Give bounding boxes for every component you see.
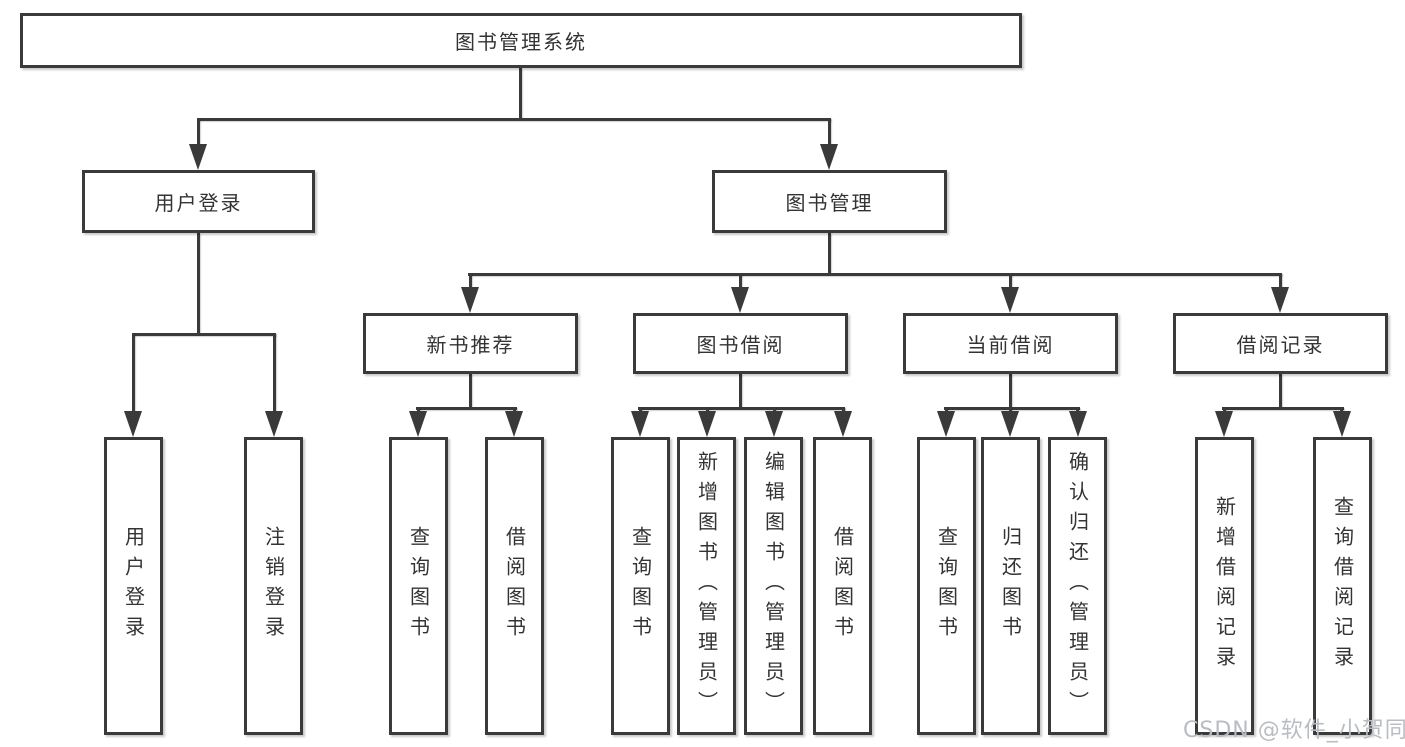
arrow-down-icon — [1215, 411, 1233, 437]
connector-stem — [132, 333, 135, 413]
node-book-borrow: 图书借阅 — [633, 313, 848, 374]
arrow-down-icon — [1001, 411, 1019, 437]
connector-stem — [513, 407, 516, 413]
leaf-label: 确认归还（管理员） — [1065, 451, 1090, 721]
leaf-label: 归还图书 — [998, 526, 1023, 646]
connector-current-borrow-trunk — [1009, 374, 1012, 407]
leaf-return-book: 归还图书 — [981, 437, 1040, 735]
connector-recommend-trunk — [469, 374, 472, 407]
arrow-down-icon — [937, 411, 955, 437]
leaf-add-book-admin: 新增图书（管理员） — [677, 437, 736, 735]
arrow-down-icon — [189, 144, 207, 170]
leaf-label: 新增图书（管理员） — [694, 451, 719, 721]
connector-stem — [945, 407, 948, 413]
connector-records-branch — [1222, 407, 1344, 410]
arrow-down-icon — [698, 411, 716, 437]
arrow-down-icon — [505, 411, 523, 437]
leaf-confirm-return-admin: 确认归还（管理员） — [1048, 437, 1107, 735]
connector-stem — [842, 407, 845, 413]
node-label: 用户登录 — [154, 191, 243, 215]
arrow-down-icon — [409, 411, 427, 437]
arrow-down-icon — [765, 411, 783, 437]
arrow-down-icon — [265, 411, 283, 437]
connector-stem — [1076, 407, 1079, 413]
leaf-label: 查询借阅记录 — [1330, 496, 1355, 676]
node-root-label: 图书管理系统 — [455, 30, 587, 54]
connector-stem — [469, 273, 472, 289]
node-label: 当前借阅 — [966, 333, 1055, 357]
watermark: CSDN @软件_小贺同学 — [1183, 718, 1405, 743]
connector-stem — [1009, 407, 1012, 413]
node-label: 新书推荐 — [426, 333, 515, 357]
connector-user-login-branch — [132, 333, 276, 336]
leaf-add-borrow-record: 新增借阅记录 — [1195, 437, 1254, 735]
connector-stem — [739, 273, 742, 289]
connector-stem — [1340, 407, 1343, 413]
node-user-login: 用户登录 — [82, 170, 315, 233]
connector-stem — [273, 333, 276, 413]
connector-stem — [1223, 407, 1226, 413]
leaf-label: 新增借阅记录 — [1212, 496, 1237, 676]
connector-book-borrow-trunk — [739, 374, 742, 407]
connector-records-trunk — [1279, 374, 1282, 407]
leaf-label: 借阅图书 — [502, 526, 527, 646]
leaf-label: 查询图书 — [406, 526, 431, 646]
arrow-down-icon — [461, 287, 479, 313]
connector-book-borrow-branch — [638, 407, 845, 410]
node-label: 图书借阅 — [696, 333, 785, 357]
connector-stem — [706, 407, 709, 413]
node-root: 图书管理系统 — [20, 13, 1022, 68]
arrow-down-icon — [1001, 287, 1019, 313]
connector-stem — [639, 407, 642, 413]
connector-stem — [197, 118, 200, 146]
connector-root-branch — [197, 118, 831, 121]
arrow-down-icon — [124, 411, 142, 437]
leaf-borrow-book-recommend: 借阅图书 — [485, 437, 544, 735]
arrow-down-icon — [820, 144, 838, 170]
node-new-book-recommend: 新书推荐 — [363, 313, 578, 374]
leaf-borrow-book: 借阅图书 — [813, 437, 872, 735]
connector-root-trunk — [519, 68, 522, 118]
connector-user-login-trunk — [197, 233, 200, 333]
leaf-query-book-current: 查询图书 — [917, 437, 976, 735]
leaf-logout: 注销登录 — [244, 437, 303, 735]
leaf-query-book-borrow: 查询图书 — [611, 437, 670, 735]
node-book-management: 图书管理 — [712, 170, 947, 233]
connector-stem — [828, 118, 831, 146]
leaf-edit-book-admin: 编辑图书（管理员） — [744, 437, 803, 735]
node-borrow-records: 借阅记录 — [1173, 313, 1388, 374]
leaf-label: 编辑图书（管理员） — [761, 451, 786, 721]
arrow-down-icon — [834, 411, 852, 437]
node-current-borrow: 当前借阅 — [903, 313, 1118, 374]
node-label: 图书管理 — [785, 191, 874, 215]
leaf-label: 查询图书 — [934, 526, 959, 646]
leaf-user-login: 用户登录 — [104, 437, 163, 735]
arrow-down-icon — [1069, 411, 1087, 437]
leaf-label: 注销登录 — [261, 526, 286, 646]
leaf-label: 用户登录 — [121, 526, 146, 646]
leaf-label: 借阅图书 — [830, 526, 855, 646]
leaf-query-book-recommend: 查询图书 — [389, 437, 448, 735]
connector-stem — [1009, 273, 1012, 289]
leaf-label: 查询图书 — [628, 526, 653, 646]
node-label: 借阅记录 — [1236, 333, 1325, 357]
arrow-down-icon — [731, 287, 749, 313]
connector-stem — [1279, 273, 1282, 289]
arrow-down-icon — [1271, 287, 1289, 313]
connector-current-borrow-branch — [944, 407, 1080, 410]
connector-recommend-branch — [416, 407, 517, 410]
connector-book-mgmt-trunk — [828, 233, 831, 273]
connector-stem — [417, 407, 420, 413]
arrow-down-icon — [631, 411, 649, 437]
arrow-down-icon — [1333, 411, 1351, 437]
connector-book-mgmt-branch — [468, 273, 1282, 276]
connector-stem — [773, 407, 776, 413]
leaf-query-borrow-record: 查询借阅记录 — [1313, 437, 1372, 735]
